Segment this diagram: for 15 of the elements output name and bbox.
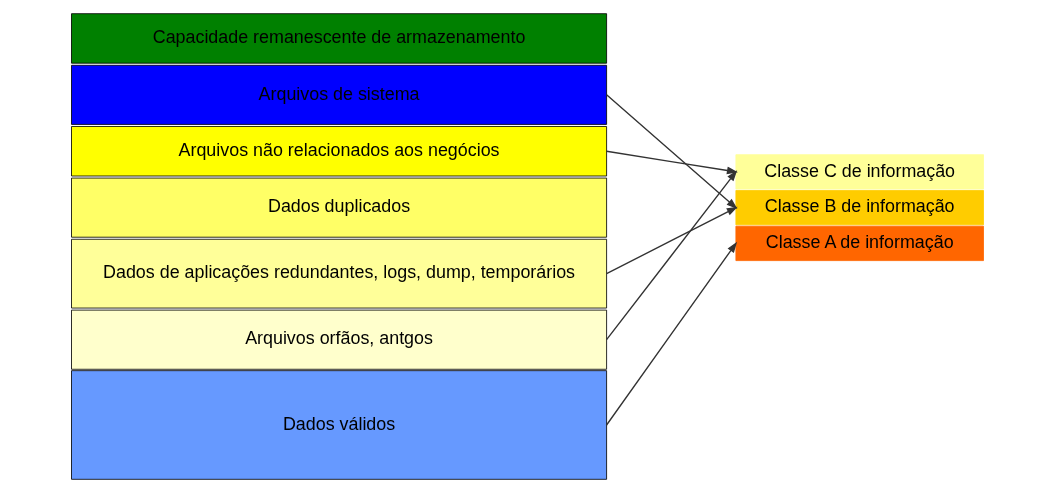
node-box: Dados de aplicações redundantes, logs, dump, temporários <box>71 238 607 309</box>
node-box: Dados duplicados <box>71 177 607 238</box>
node-box: Classe C de informação <box>735 154 984 190</box>
arrow <box>605 170 738 341</box>
node-box: Arquivos de sistema <box>71 64 607 125</box>
node-box: Capacidade remanescente de armazenamento <box>71 13 607 64</box>
arrow <box>605 150 738 175</box>
arrow <box>605 241 738 426</box>
node-box: Classe B de informação <box>735 190 984 226</box>
arrow <box>605 206 738 275</box>
node-box: Dados válidos <box>71 370 607 480</box>
arrow <box>605 94 738 209</box>
node-box: Arquivos orfãos, antgos <box>71 309 607 370</box>
node-box: Classe A de informação <box>735 225 984 261</box>
node-box: Arquivos não relacionados aos negócios <box>71 126 607 177</box>
